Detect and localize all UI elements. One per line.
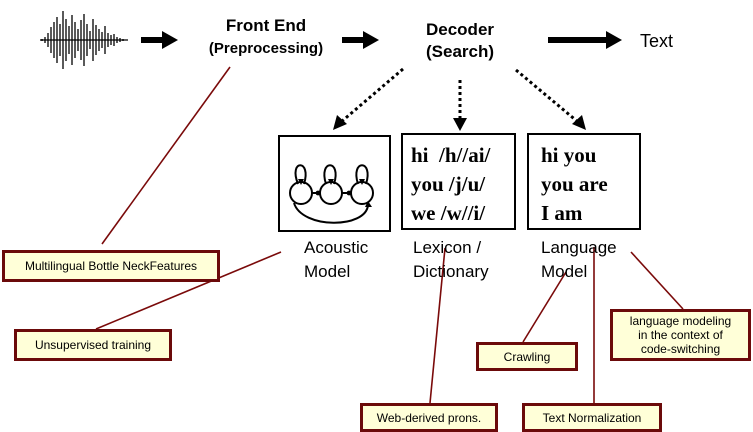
lm-entry: you are	[541, 172, 608, 196]
lexicon-entry: we /w//i/	[411, 201, 486, 225]
lexicon-box: hi /h//ai/ you /j/u/ we /w//i/	[401, 133, 516, 230]
acoustic-model-box	[278, 135, 391, 232]
language-label-line2: Model	[541, 262, 588, 281]
note-lm-line1: language modeling	[629, 314, 732, 328]
note-text-normalization: Text Normalization	[522, 403, 662, 432]
arrowheads	[333, 115, 586, 131]
lm-entry: I am	[541, 201, 583, 225]
waveform-icon	[40, 11, 128, 69]
acoustic-model-label: Acoustic Model	[304, 236, 368, 284]
language-model-label: Language Model	[541, 236, 617, 284]
lexicon-label: Lexicon / Dictionary	[413, 236, 489, 284]
note-crawling: Crawling	[476, 342, 578, 371]
note-unsupervised-training: Unsupervised training	[14, 329, 172, 361]
decoder-to-models-arrows	[340, 67, 579, 124]
note-multilingual-bnf: Multilingual Bottle NeckFeatures	[2, 250, 220, 282]
note-web-derived-prons: Web-derived prons.	[360, 403, 498, 432]
acoustic-label-line2: Model	[304, 262, 351, 281]
annotation-connectors	[95, 66, 684, 404]
note-lm-line3: code-switching	[640, 342, 721, 356]
language-model-box: hi you you are I am	[527, 133, 641, 230]
arrow-icon	[342, 31, 379, 49]
language-label-line1: Language	[541, 238, 617, 257]
lexicon-entry: you /j/u/	[411, 172, 486, 196]
pipeline-arrows	[141, 31, 622, 49]
decoder-subtitle: (Search)	[425, 42, 495, 61]
hmm-state-diagram-icon	[289, 164, 374, 224]
lexicon-entry: hi /h//ai/	[411, 143, 491, 167]
decoder-title: Decoder	[425, 20, 495, 39]
arrow-icon	[141, 31, 178, 49]
note-lm-code-switching: language modeling in the context of code…	[610, 309, 751, 361]
acoustic-label-line1: Acoustic	[304, 238, 369, 257]
lexicon-label-line1: Lexicon /	[413, 238, 482, 257]
output-text-label: Text	[640, 31, 674, 51]
note-lm-line2: in the context of	[638, 328, 723, 342]
lm-entry: hi you	[541, 143, 597, 167]
lexicon-label-line2: Dictionary	[413, 262, 489, 281]
front-end-title: Front End	[225, 16, 307, 35]
front-end-subtitle: (Preprocessing)	[208, 40, 324, 57]
arrow-icon	[548, 31, 622, 49]
